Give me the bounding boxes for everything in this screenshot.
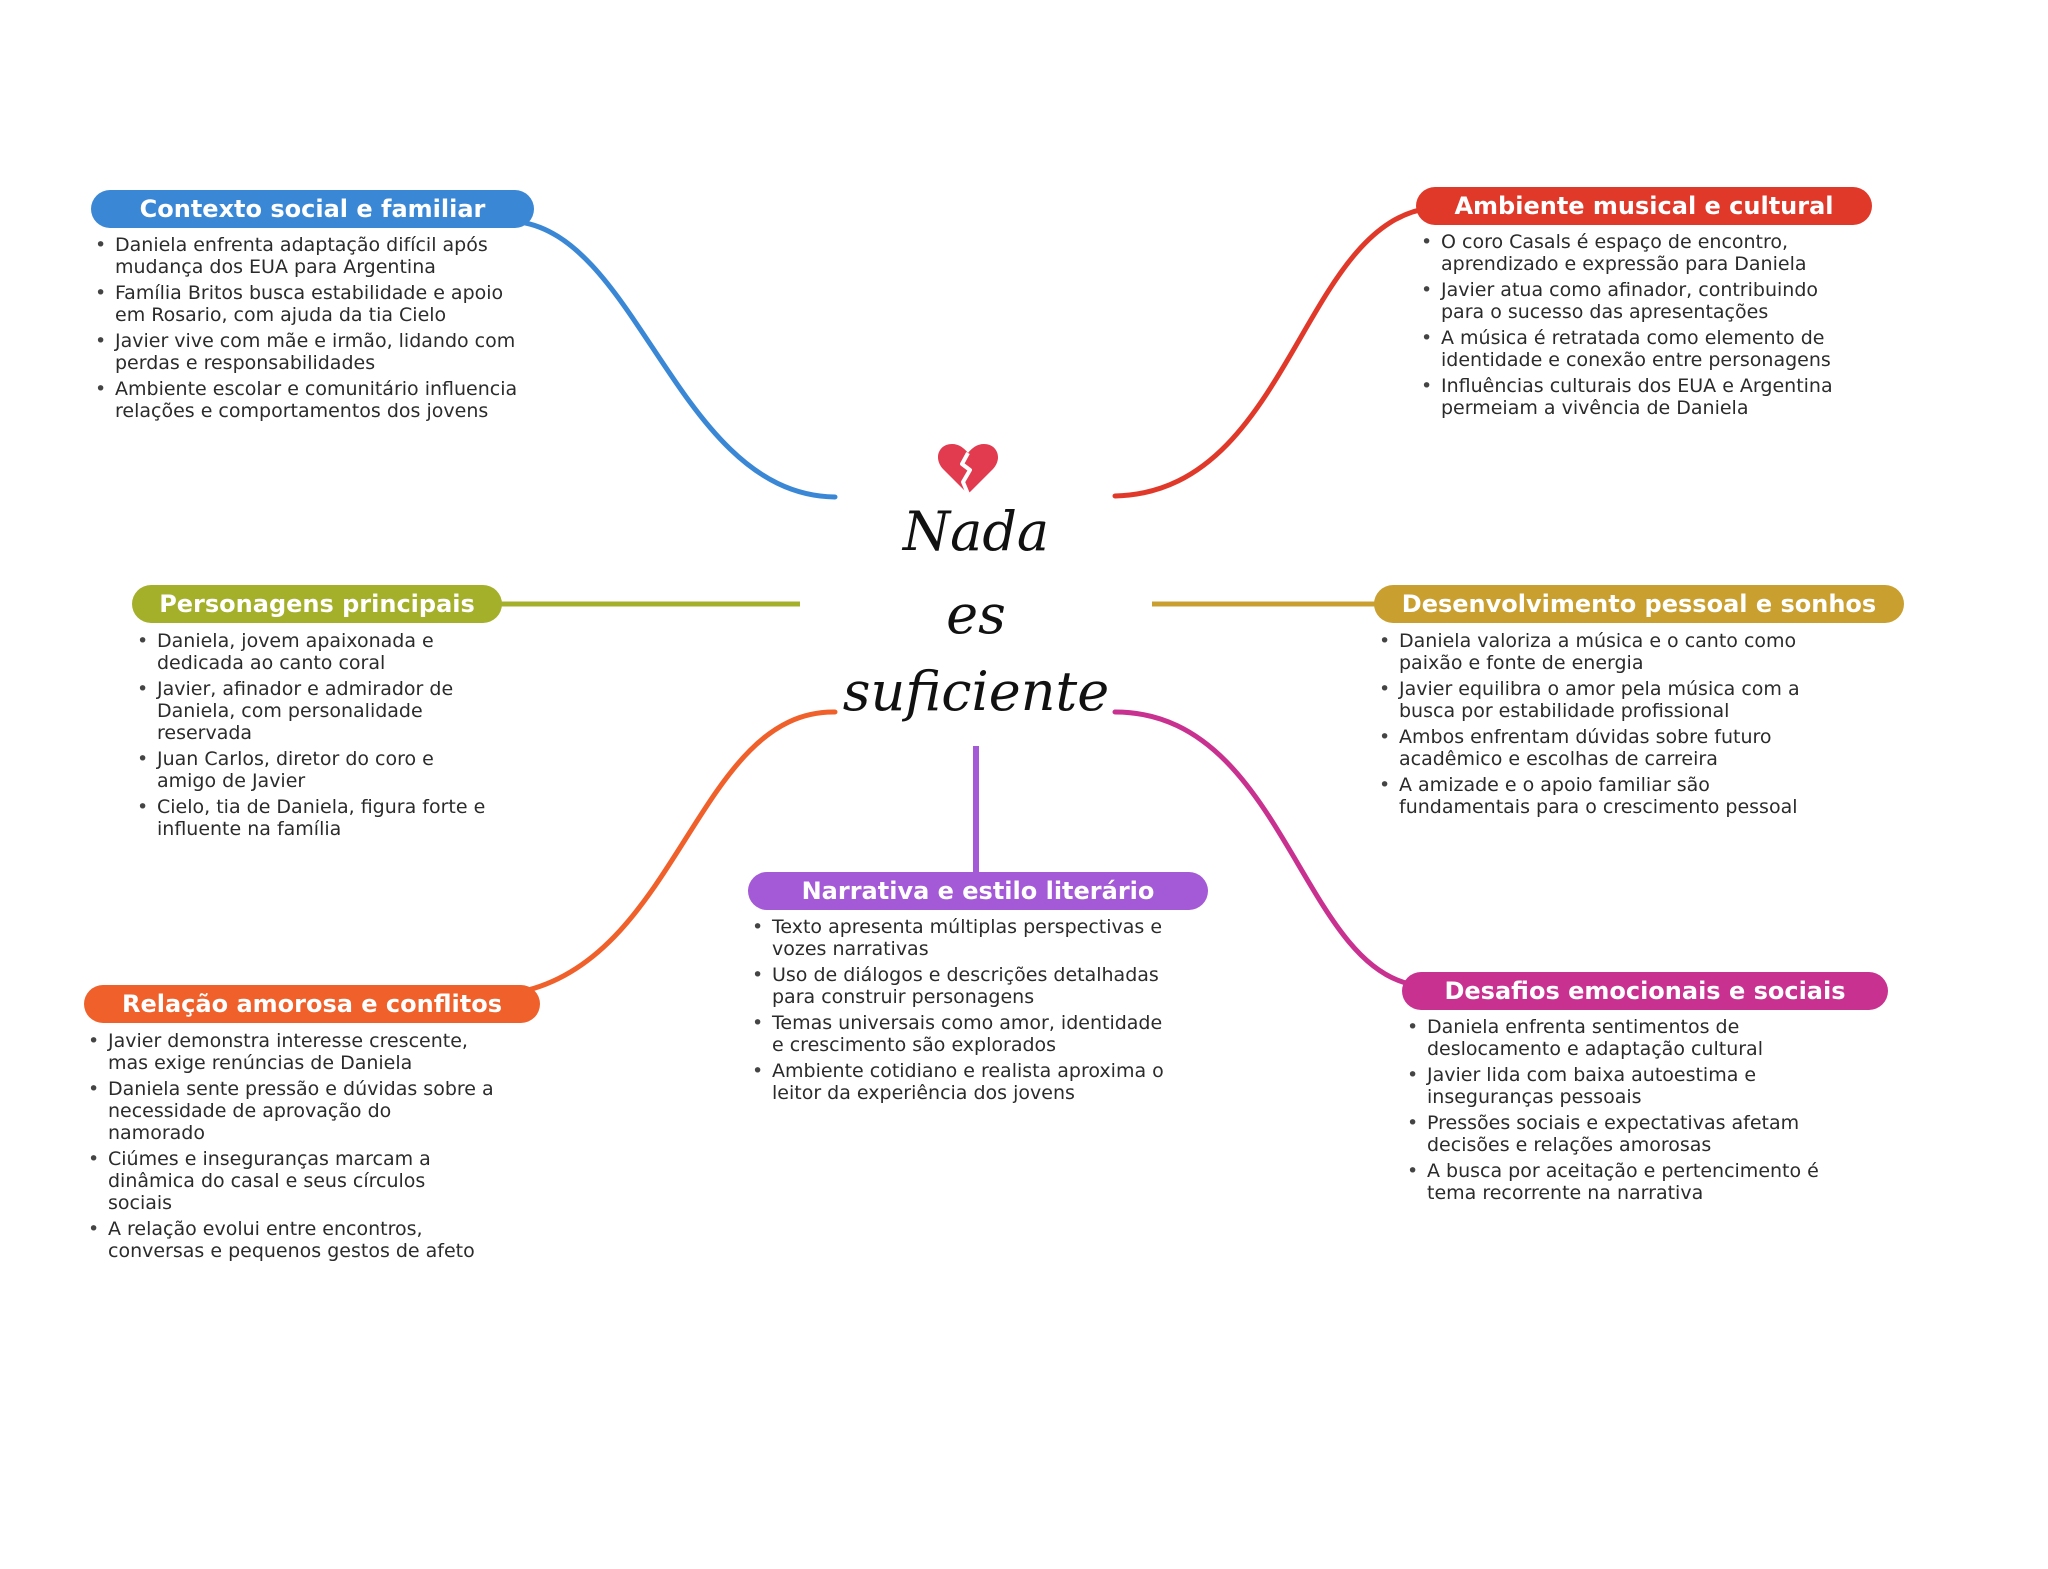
connector-relacao bbox=[525, 709, 838, 993]
list-item: Temas universais como amor, identidade e… bbox=[748, 1012, 1168, 1056]
list-item: Uso de diálogos e descrições detalhadas … bbox=[748, 964, 1168, 1008]
list-item: A música é retratada como elemento de id… bbox=[1417, 327, 1837, 371]
list-item: Javier atua como afinador, contribuindo … bbox=[1417, 279, 1837, 323]
list-item: Daniela, jovem apaixonada e dedicada ao … bbox=[133, 630, 493, 674]
list-item: Javier demonstra interesse crescente, ma… bbox=[84, 1030, 494, 1074]
list-item: Pressões sociais e expectativas afetam d… bbox=[1403, 1112, 1843, 1156]
branch-list-desenvolvimento: Daniela valoriza a música e o canto como… bbox=[1375, 630, 1845, 822]
list-item: Influências culturais dos EUA e Argentin… bbox=[1417, 375, 1837, 419]
list-item: Ambiente cotidiano e realista aproxima o… bbox=[748, 1060, 1168, 1104]
connector-contexto bbox=[517, 219, 838, 500]
list-item: Javier lida com baixa autoestima e inseg… bbox=[1403, 1064, 1843, 1108]
list-item: A relação evolui entre encontros, conver… bbox=[84, 1218, 494, 1262]
branch-title-narrativa[interactable]: Narrativa e estilo literário bbox=[748, 872, 1208, 910]
branch-list-desafios: Daniela enfrenta sentimentos de deslocam… bbox=[1403, 1016, 1843, 1208]
branch-title-relacao[interactable]: Relação amorosa e conflitos bbox=[84, 985, 540, 1023]
branch-title-personagens[interactable]: Personagens principais bbox=[132, 585, 502, 623]
list-item: Cielo, tia de Daniela, figura forte e in… bbox=[133, 796, 493, 840]
list-item: A amizade e o apoio familiar são fundame… bbox=[1375, 774, 1845, 818]
list-item: Javier equilibra o amor pela música com … bbox=[1375, 678, 1845, 722]
connector-ambiente bbox=[1112, 205, 1433, 499]
list-item: Ambos enfrentam dúvidas sobre futuro aca… bbox=[1375, 726, 1845, 770]
branch-title-desenvolvimento[interactable]: Desenvolvimento pessoal e sonhos bbox=[1374, 585, 1904, 623]
list-item: Daniela sente pressão e dúvidas sobre a … bbox=[84, 1078, 494, 1144]
branch-title-desafios[interactable]: Desafios emocionais e sociais bbox=[1402, 972, 1888, 1010]
list-item: Javier, afinador e admirador de Daniela,… bbox=[133, 678, 493, 744]
branch-title-ambiente[interactable]: Ambiente musical e cultural bbox=[1416, 187, 1872, 225]
list-item: Juan Carlos, diretor do coro e amigo de … bbox=[133, 748, 493, 792]
list-item: Família Britos busca estabilidade e apoi… bbox=[91, 282, 531, 326]
center-title-line2: es bbox=[946, 583, 1006, 646]
list-item: Ciúmes e inseguranças marcam a dinâmica … bbox=[84, 1148, 494, 1214]
center-title-line3: suficiente bbox=[842, 660, 1110, 723]
branch-list-contexto: Daniela enfrenta adaptação difícil após … bbox=[91, 234, 531, 426]
list-item: Daniela valoriza a música e o canto como… bbox=[1375, 630, 1845, 674]
list-item: A busca por aceitação e pertencimento é … bbox=[1403, 1160, 1843, 1204]
list-item: Javier vive com mãe e irmão, lidando com… bbox=[91, 330, 531, 374]
list-item: Daniela enfrenta sentimentos de deslocam… bbox=[1403, 1016, 1843, 1060]
center-title-line1: Nada bbox=[902, 500, 1050, 563]
branch-title-contexto[interactable]: Contexto social e familiar bbox=[91, 190, 534, 228]
branch-list-narrativa: Texto apresenta múltiplas perspectivas e… bbox=[748, 916, 1168, 1108]
list-item: Ambiente escolar e comunitário influenci… bbox=[91, 378, 531, 422]
branch-list-personagens: Daniela, jovem apaixonada e dedicada ao … bbox=[133, 630, 493, 844]
branch-list-relacao: Javier demonstra interesse crescente, ma… bbox=[84, 1030, 494, 1266]
list-item: Daniela enfrenta adaptação difícil após … bbox=[91, 234, 531, 278]
list-item: Texto apresenta múltiplas perspectivas e… bbox=[748, 916, 1168, 960]
list-item: O coro Casals é espaço de encontro, apre… bbox=[1417, 231, 1837, 275]
branch-list-ambiente: O coro Casals é espaço de encontro, apre… bbox=[1417, 231, 1837, 423]
broken-heart-icon bbox=[937, 444, 999, 495]
connector-desafios bbox=[1112, 709, 1413, 987]
